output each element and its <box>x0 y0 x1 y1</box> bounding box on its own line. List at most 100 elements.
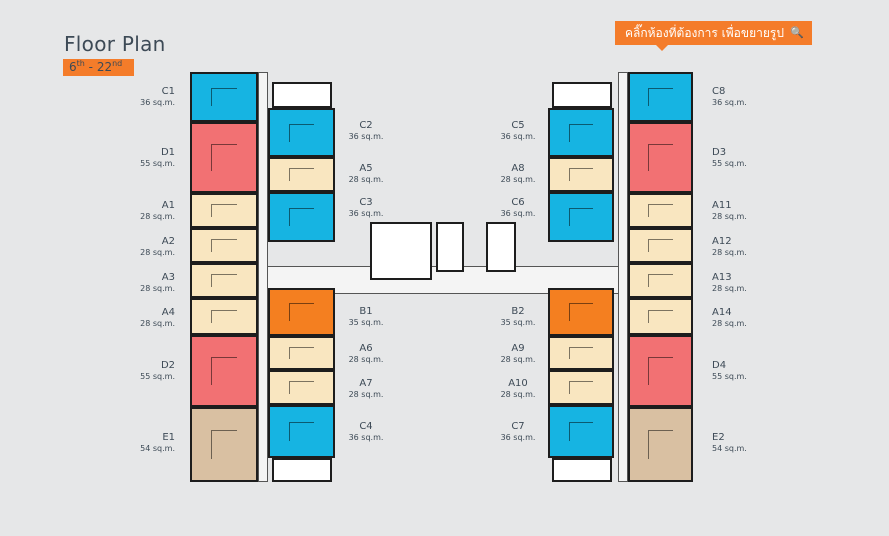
unit-name: E1 <box>162 432 175 443</box>
unit-area: 55 sq.m. <box>712 159 747 168</box>
unit-name: D1 <box>160 147 175 158</box>
unit-area: 35 sq.m. <box>500 318 536 327</box>
unit-a6[interactable] <box>268 336 335 370</box>
unit-area: 36 sq.m. <box>348 209 384 218</box>
stair-top-right <box>552 82 612 108</box>
unit-area: 54 sq.m. <box>712 444 747 453</box>
corridor-left <box>258 72 268 482</box>
unit-name: A1 <box>161 200 175 211</box>
unit-name: C2 <box>359 120 373 131</box>
unit-area: 36 sq.m. <box>500 209 536 218</box>
unit-c1[interactable] <box>190 72 258 122</box>
unit-a1[interactable] <box>190 193 258 228</box>
unit-a9[interactable] <box>548 336 614 370</box>
unit-c3[interactable] <box>268 192 335 242</box>
floor-start-suffix: th <box>76 59 85 68</box>
floor-range-badge: 6th - 22nd <box>63 59 134 76</box>
unit-area: 36 sq.m. <box>348 132 384 141</box>
click-hint-banner: คลิ๊กห้องที่ต้องการ เพื่อขยายรูป 🔍 <box>615 21 812 51</box>
unit-a8[interactable] <box>548 157 614 192</box>
unit-area: 28 sq.m. <box>500 390 536 399</box>
unit-a10[interactable] <box>548 370 614 405</box>
unit-area: 36 sq.m. <box>348 433 384 442</box>
unit-d1[interactable] <box>190 122 258 193</box>
unit-name: A2 <box>161 236 175 247</box>
unit-c7[interactable] <box>548 405 614 458</box>
unit-a12[interactable] <box>628 228 693 263</box>
unit-area: 28 sq.m. <box>712 248 747 257</box>
unit-area: 55 sq.m. <box>140 372 175 381</box>
unit-a5[interactable] <box>268 157 335 192</box>
unit-name: A11 <box>712 200 732 211</box>
floor-end: - 22 <box>84 60 113 74</box>
unit-a13[interactable] <box>628 263 693 298</box>
unit-name: A12 <box>712 236 732 247</box>
unit-c6[interactable] <box>548 192 614 242</box>
unit-d3[interactable] <box>628 122 693 193</box>
unit-name: A14 <box>712 307 732 318</box>
unit-a11[interactable] <box>628 193 693 228</box>
unit-c4[interactable] <box>268 405 335 458</box>
unit-d4[interactable] <box>628 335 693 407</box>
unit-area: 28 sq.m. <box>348 390 384 399</box>
unit-a7[interactable] <box>268 370 335 405</box>
unit-a2[interactable] <box>190 228 258 263</box>
unit-a4[interactable] <box>190 298 258 335</box>
unit-area: 55 sq.m. <box>140 159 175 168</box>
elevator <box>436 222 464 272</box>
search-icon: 🔍 <box>789 26 804 39</box>
unit-e1[interactable] <box>190 407 258 482</box>
unit-e2[interactable] <box>628 407 693 482</box>
unit-name: B1 <box>359 306 373 317</box>
unit-c5[interactable] <box>548 108 614 157</box>
unit-a3[interactable] <box>190 263 258 298</box>
hint-text: คลิ๊กห้องที่ต้องการ เพื่อขยายรูป <box>625 26 784 40</box>
unit-name: A8 <box>511 163 525 174</box>
unit-b2[interactable] <box>548 288 614 336</box>
unit-c8[interactable] <box>628 72 693 122</box>
unit-area: 28 sq.m. <box>140 284 175 293</box>
page-title: Floor Plan <box>64 32 166 56</box>
unit-name: C7 <box>511 421 525 432</box>
unit-area: 28 sq.m. <box>140 319 175 328</box>
stair-top-left <box>272 82 332 108</box>
unit-b1[interactable] <box>268 288 335 336</box>
unit-c2[interactable] <box>268 108 335 157</box>
unit-a14[interactable] <box>628 298 693 335</box>
elevator <box>486 222 516 272</box>
unit-area: 28 sq.m. <box>712 284 747 293</box>
unit-area: 28 sq.m. <box>348 355 384 364</box>
unit-d2[interactable] <box>190 335 258 407</box>
stair-core <box>370 222 432 280</box>
